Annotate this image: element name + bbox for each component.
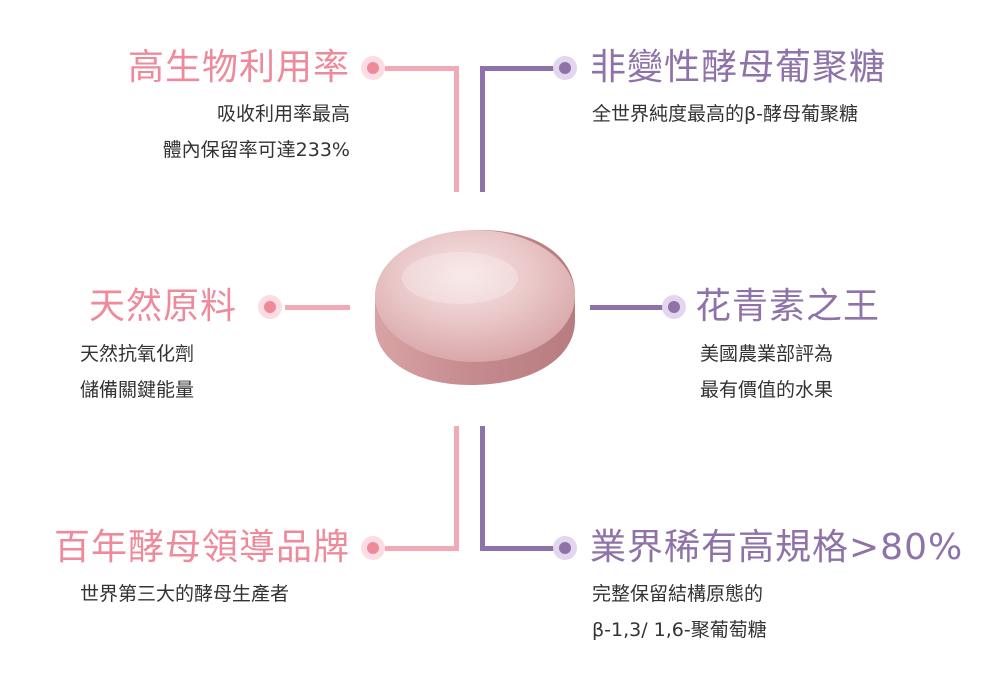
feature-desc-line: 吸收利用率最高 [216,103,350,125]
connector-line [480,66,485,192]
connector-line [480,66,554,71]
feature-desc-line: 最有價值的水果 [700,379,834,401]
circle-dot-icon [361,536,385,560]
feature-title-non-denatured: 非變性酵母葡聚糖 [590,47,887,88]
feature-desc-line: 完整保留結構原態的 [592,583,764,605]
feature-desc-line: 全世界純度最高的β-酵母葡聚糖 [592,103,858,125]
feature-title-anthocyanin: 花青素之王 [695,286,881,327]
feature-desc-line: 儲備關鍵能量 [80,379,195,401]
connector-line [285,305,350,310]
connector-line [480,546,554,551]
feature-title-natural: 天然原料 [88,286,237,327]
circle-dot-icon [258,295,282,319]
circle-dot-icon [553,536,577,560]
pill-tablet-illustration [375,230,575,385]
connector-line [480,426,485,551]
feature-title-bioavailability: 高生物利用率 [127,47,350,88]
circle-dot-icon [662,295,686,319]
feature-desc-line: β-1,3/ 1,6-聚葡萄糖 [592,619,767,641]
feature-desc-line: 天然抗氧化劑 [80,343,195,365]
circle-dot-icon [361,56,385,80]
circle-dot-icon [553,56,577,80]
feature-title-spec: 業界稀有高規格>80% [590,527,964,568]
feature-title-brand: 百年酵母領導品牌 [53,527,350,568]
connector-line [590,305,665,310]
connector-line [385,546,459,551]
feature-desc-line: 世界第三大的酵母生產者 [80,583,290,605]
connector-line [454,66,459,192]
feature-desc-line: 美國農業部評為 [700,343,834,365]
feature-desc-line: 體內保留率可達233% [162,139,350,161]
connector-line [454,426,459,551]
connector-line [385,66,459,71]
